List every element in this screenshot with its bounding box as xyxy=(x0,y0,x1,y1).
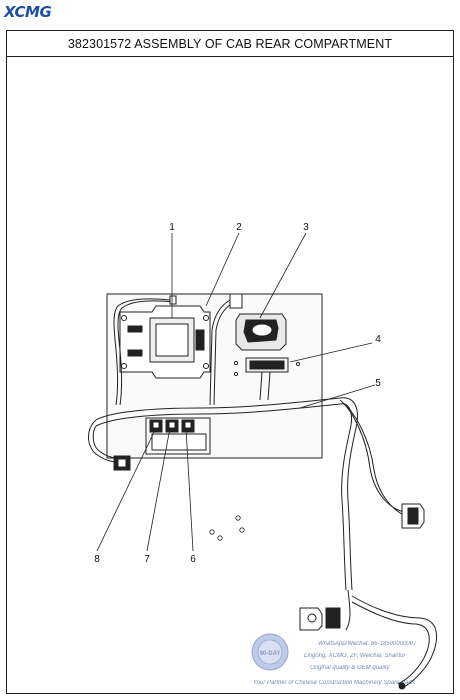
title-bar: 382301572 ASSEMBLY OF CAB REAR COMPARTME… xyxy=(7,31,453,57)
watermark-badge: 90-DAY xyxy=(251,633,289,671)
page-title: 382301572 ASSEMBLY OF CAB REAR COMPARTME… xyxy=(67,36,393,51)
drawing-frame: 382301572 ASSEMBLY OF CAB REAR COMPARTME… xyxy=(6,30,454,694)
callout-1: 1 xyxy=(169,222,175,233)
brand-name: XCMG xyxy=(4,3,52,21)
callout-6: 6 xyxy=(190,554,196,565)
relay-housing xyxy=(235,313,287,351)
callout-8: 8 xyxy=(94,554,100,565)
main-harness xyxy=(88,397,438,689)
brand-logo: XCMG xyxy=(4,3,52,21)
watermark-badge-text: 90-DAY xyxy=(260,651,281,657)
callout-5: 5 xyxy=(375,378,381,389)
panel-cable xyxy=(113,293,243,406)
harness-connectors xyxy=(113,455,425,690)
watermark-line-3: Original quality & OEM quality xyxy=(310,665,390,671)
callout-leaders xyxy=(96,232,376,552)
callout-4: 4 xyxy=(375,334,381,345)
watermark-line-2: Lingong, XCMG, ZF, Weichai, Shantui xyxy=(304,653,405,659)
watermark-line-4: Your Partner of Chinese Construction Mac… xyxy=(253,680,416,686)
loose-fasteners xyxy=(209,515,245,541)
callout-2: 2 xyxy=(236,222,242,233)
controller-unit xyxy=(119,305,211,379)
watermark-line-1: WhatsApp/Wechat: 86-18500000007 xyxy=(318,641,417,647)
callout-3: 3 xyxy=(303,222,309,233)
fuse-block xyxy=(233,357,301,401)
callout-7: 7 xyxy=(144,554,150,565)
relay-row xyxy=(145,417,211,455)
